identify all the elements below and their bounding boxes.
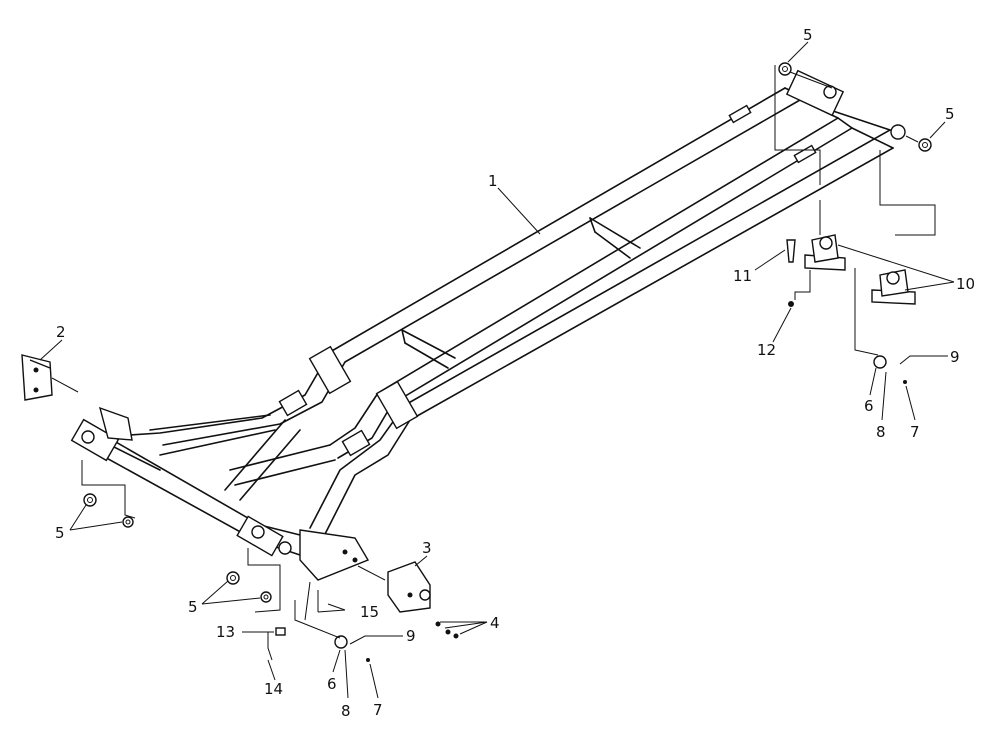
callout-1: 1	[488, 172, 498, 190]
callout-14: 14	[264, 680, 283, 698]
callout-6-front: 6	[327, 675, 337, 693]
callout-11: 11	[733, 267, 752, 285]
callout-15: 15	[360, 603, 379, 621]
callout-5-rear-right: 5	[945, 105, 955, 123]
callout-7-rear: 7	[910, 423, 920, 441]
callout-8-front: 8	[341, 702, 351, 720]
callout-3: 3	[422, 539, 432, 557]
callout-9-front: 9	[406, 627, 416, 645]
callout-4: 4	[490, 614, 500, 632]
callout-10: 10	[956, 275, 975, 293]
callout-5-front-mid: 5	[188, 598, 198, 616]
part-3-bracket	[387, 561, 431, 613]
callout-5-rear-left: 5	[803, 26, 813, 44]
assembly-lines	[51, 65, 936, 661]
part-2-bracket	[21, 354, 53, 401]
callout-5-front-left: 5	[55, 524, 65, 542]
callout-labels: 1 2 3 4 5 5 5 5 6 6 7 7 8 8 9 9 10 11 12…	[55, 26, 975, 720]
callout-12: 12	[757, 341, 776, 359]
callout-6-rear: 6	[864, 397, 874, 415]
callout-13: 13	[216, 623, 235, 641]
callout-2: 2	[56, 323, 66, 341]
leader-lines	[39, 41, 955, 699]
fasteners	[83, 62, 932, 662]
callout-8-rear: 8	[876, 423, 886, 441]
part-10-mount-brackets	[804, 234, 916, 305]
main-frame	[70, 69, 906, 581]
callout-7-front: 7	[373, 701, 383, 719]
callout-9-rear: 9	[950, 348, 960, 366]
